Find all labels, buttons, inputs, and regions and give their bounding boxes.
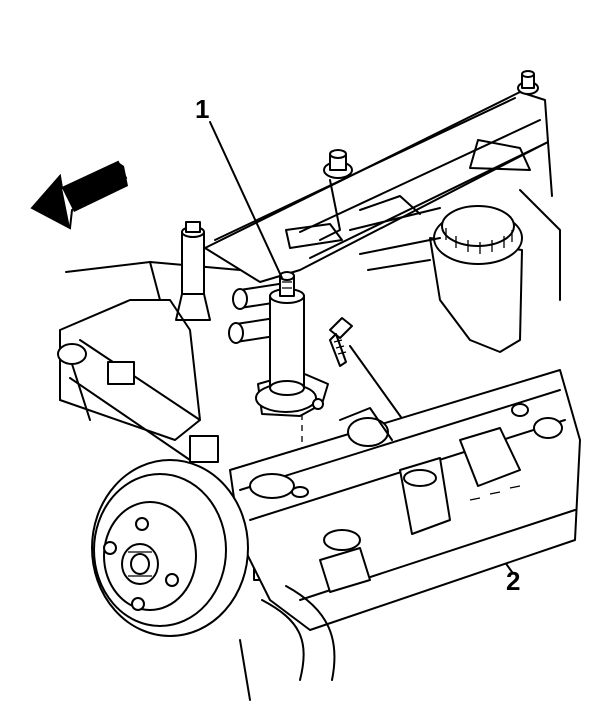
bolt bbox=[329, 317, 353, 367]
intake-manifold bbox=[349, 141, 561, 301]
oil-filler-cap bbox=[429, 205, 523, 353]
left-stud bbox=[175, 221, 211, 321]
left-engine-bracket bbox=[57, 261, 241, 461]
callout-label-1: 1 bbox=[195, 94, 210, 124]
top-bolt-right bbox=[517, 70, 539, 95]
top-bolt-middle bbox=[323, 149, 353, 179]
lower-hose bbox=[239, 585, 336, 701]
coolant-fitting-assembly bbox=[255, 271, 329, 417]
valve-cover bbox=[204, 70, 549, 283]
front-direction-arrow-icon bbox=[30, 160, 128, 230]
cylinder-head bbox=[229, 369, 581, 631]
callout-label-2: 2 bbox=[506, 566, 521, 596]
harmonic-balancer bbox=[91, 459, 249, 637]
